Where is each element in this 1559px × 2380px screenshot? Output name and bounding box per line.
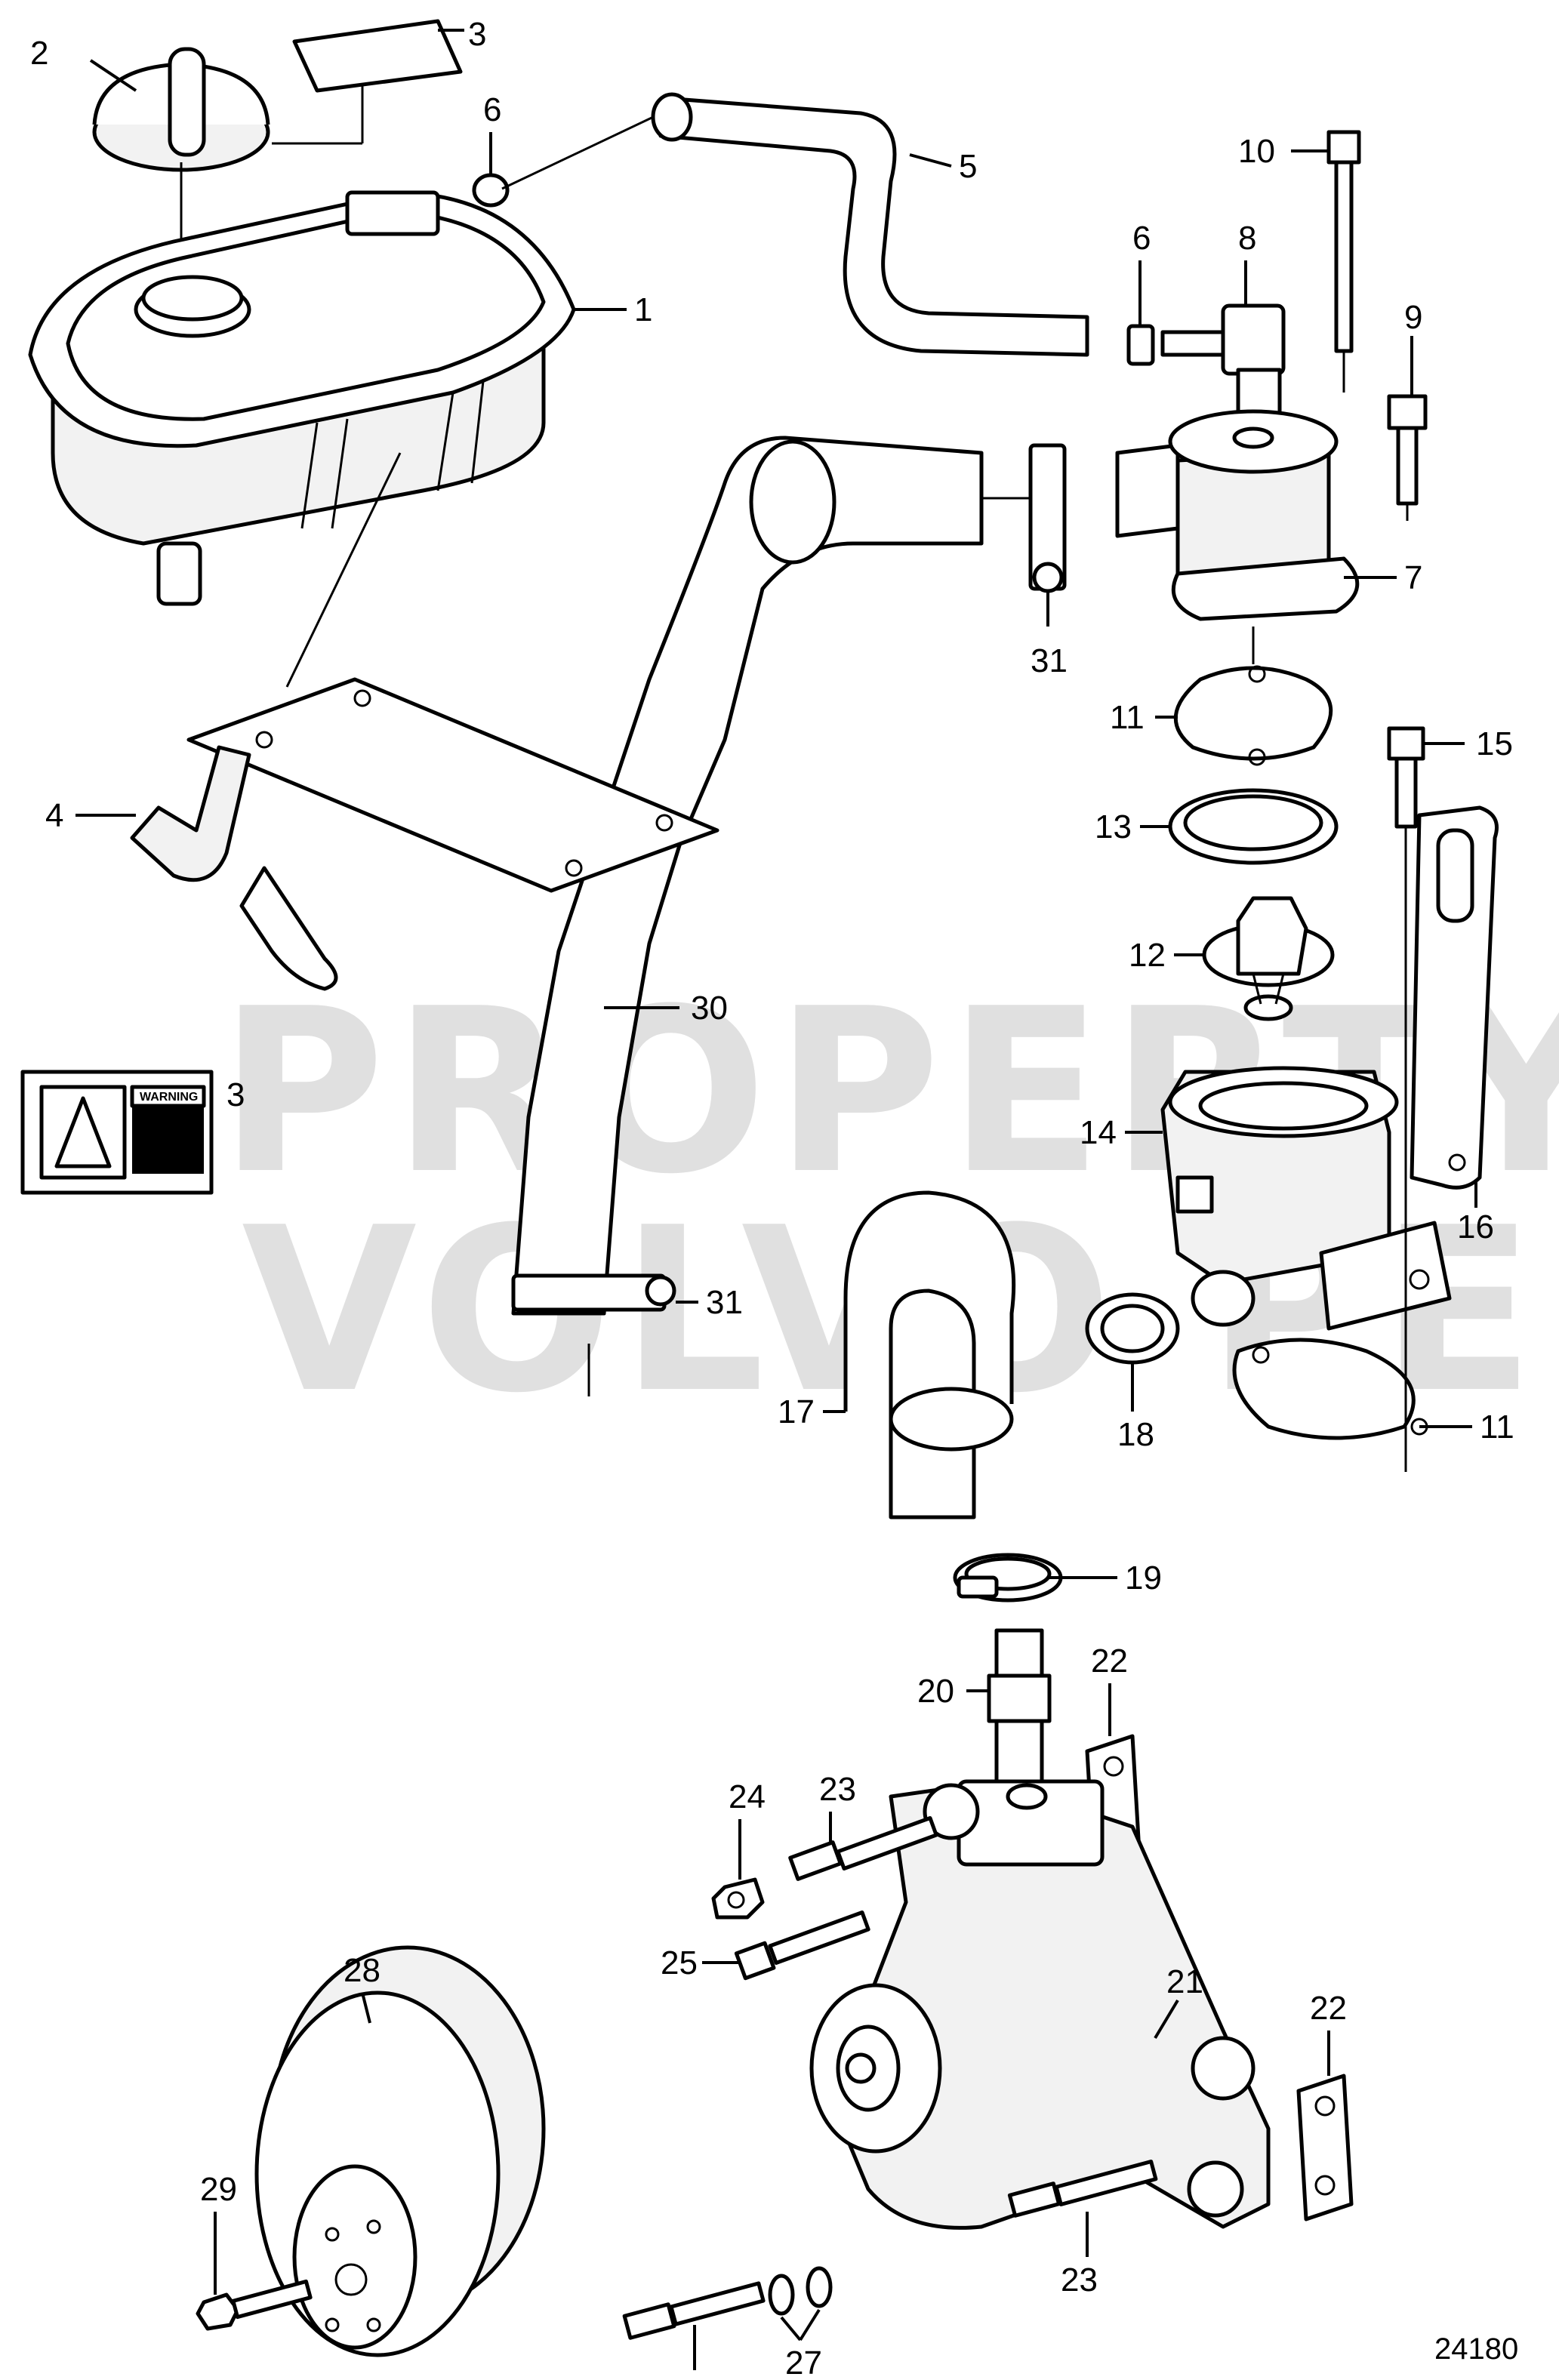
callout-31-bottom: 31 (706, 1284, 743, 1321)
callout-21: 21 (1166, 1963, 1203, 2000)
large-radiator-hose (511, 436, 984, 1316)
warning-decal-text: WARNING (140, 1091, 198, 1104)
hose-clamp-small-1 (472, 173, 510, 208)
long-bolt (1326, 130, 1361, 393)
callout-4: 4 (45, 797, 63, 834)
bypass-hose (843, 1190, 1016, 1519)
stud-23-bottom (1007, 2160, 1158, 2218)
label-plate (292, 19, 463, 93)
thermostat-housing (1160, 1066, 1452, 1331)
callout-15: 15 (1476, 725, 1513, 762)
callout-27: 27 (785, 2345, 822, 2380)
callout-30: 30 (691, 990, 728, 1027)
bolt-25 (734, 1910, 870, 1981)
callout-25: 25 (661, 1944, 698, 1981)
hose-clamp-18 (1085, 1292, 1180, 1365)
callout-17: 17 (778, 1393, 815, 1430)
tank-bracket (130, 452, 719, 991)
gasket-upper (1173, 666, 1333, 761)
callout-23-bottom: 23 (1061, 2261, 1098, 2298)
water-pump (809, 1779, 1271, 2230)
nut-24 (711, 1877, 765, 1920)
callout-10: 10 (1238, 133, 1275, 170)
callout-26: 26 (683, 2375, 720, 2380)
thermostat (1202, 896, 1335, 1021)
callout-6-right: 6 (1132, 220, 1151, 257)
hose-clamp-19 (953, 1553, 1063, 1603)
pulley-bolt (196, 2279, 313, 2331)
callout-3-label: 3 (468, 16, 486, 53)
callout-28: 28 (344, 1952, 381, 1989)
hose-clamp-small-2 (1126, 324, 1155, 366)
stud-26 (622, 2281, 766, 2340)
hose-nipple (1160, 303, 1286, 421)
callout-7: 7 (1404, 559, 1422, 596)
drawing-number: 24180 (1434, 2332, 1518, 2366)
thermostat-cover (1115, 409, 1360, 664)
warning-decal: WARNING (20, 1070, 214, 1195)
hose-clamp-31-bottom (511, 1273, 676, 1396)
callout-11-lower: 11 (1480, 1409, 1514, 1446)
callout-23-top: 23 (819, 1771, 856, 1808)
callout-22-lower: 22 (1310, 1990, 1347, 2027)
callout-5: 5 (959, 148, 977, 185)
bracket-plate (1410, 805, 1499, 1190)
leader-lines (75, 29, 1477, 2370)
expansion-tank (28, 190, 576, 606)
callout-13: 13 (1095, 808, 1132, 845)
callout-31-top: 31 (1031, 642, 1068, 679)
pump-gasket-lower (1296, 2074, 1354, 2221)
callout-9: 9 (1404, 299, 1422, 336)
callout-11-upper: 11 (1110, 699, 1145, 736)
stud-23-top (788, 1815, 938, 1881)
callout-12: 12 (1129, 937, 1166, 974)
callout-8: 8 (1238, 220, 1256, 257)
bolt (1387, 394, 1428, 521)
callout-18: 18 (1117, 1416, 1154, 1453)
callout-14: 14 (1080, 1114, 1117, 1151)
callout-numbers: 1 2 3 3 4 5 6 6 7 8 9 10 11 11 12 13 14 … (30, 16, 1514, 2380)
callout-16: 16 (1457, 1208, 1494, 1245)
bolt-15 (1387, 726, 1425, 1472)
callout-22-upper: 22 (1091, 1643, 1128, 1680)
callout-3-decal: 3 (226, 1076, 245, 1113)
sealing-ring (1168, 788, 1339, 865)
callout-6-top: 6 (483, 91, 501, 128)
pulley (254, 1945, 546, 2357)
filler-cap (92, 47, 270, 279)
callout-2: 2 (30, 35, 48, 72)
washers-27 (768, 2266, 833, 2316)
thin-hose (658, 96, 1089, 357)
callout-20: 20 (917, 1673, 954, 1710)
callout-29: 29 (200, 2171, 237, 2208)
callout-1: 1 (634, 291, 652, 328)
gasket-lower (1232, 1338, 1416, 1440)
callout-24: 24 (729, 1778, 766, 1815)
callout-19: 19 (1125, 1559, 1162, 1596)
